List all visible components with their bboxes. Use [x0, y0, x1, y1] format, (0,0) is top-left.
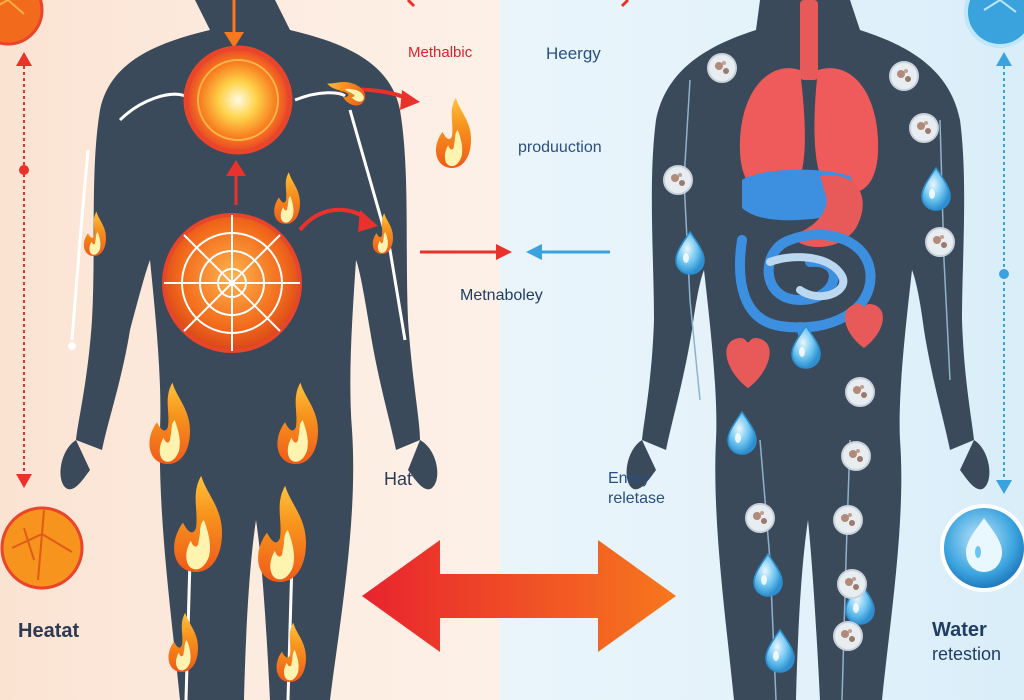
cell-icon	[707, 53, 737, 83]
cell-icon	[889, 61, 919, 91]
water-retention-label: Water retestion	[932, 618, 1001, 666]
heat-label: Hat	[384, 469, 413, 489]
metabolic-label: Methalbic	[408, 44, 473, 61]
heat-cell-icon	[0, 0, 44, 46]
exchange-arrow-icon	[362, 540, 676, 652]
sun-core-icon	[183, 45, 293, 155]
energy-release-line1: Enery	[608, 470, 650, 487]
cell-icon	[909, 113, 939, 143]
energy-release-line2: reletase	[608, 490, 665, 507]
cell-icon	[663, 165, 693, 195]
water-retention-line1: Water	[932, 619, 987, 641]
cell-icon	[833, 621, 863, 651]
cell-icon	[833, 505, 863, 535]
energy-release-label: Enery reletase	[608, 469, 665, 509]
production-label: produuction	[518, 139, 602, 156]
cell-icon	[925, 227, 955, 257]
metabolism-label: Metnaboley	[460, 287, 543, 304]
cell-icon	[837, 569, 867, 599]
water-retention-line2: retestion	[932, 644, 1002, 664]
heat-cell-icon	[0, 506, 84, 590]
lungs-icon	[739, 0, 879, 194]
cell-icon	[841, 441, 871, 471]
stomach-icon	[742, 169, 863, 248]
down-arrow-icon	[224, 32, 244, 48]
heat-corner-label: Heatat	[18, 620, 80, 642]
heart-icon	[726, 304, 883, 388]
spiderweb-organ-icon	[162, 213, 302, 353]
water-drop-circle-icon	[940, 504, 1024, 592]
fire-icon	[435, 97, 471, 168]
cell-icon	[845, 377, 875, 407]
cell-icon	[745, 503, 775, 533]
water-cell-icon	[964, 0, 1024, 48]
energy-label: Heergy	[546, 44, 601, 63]
